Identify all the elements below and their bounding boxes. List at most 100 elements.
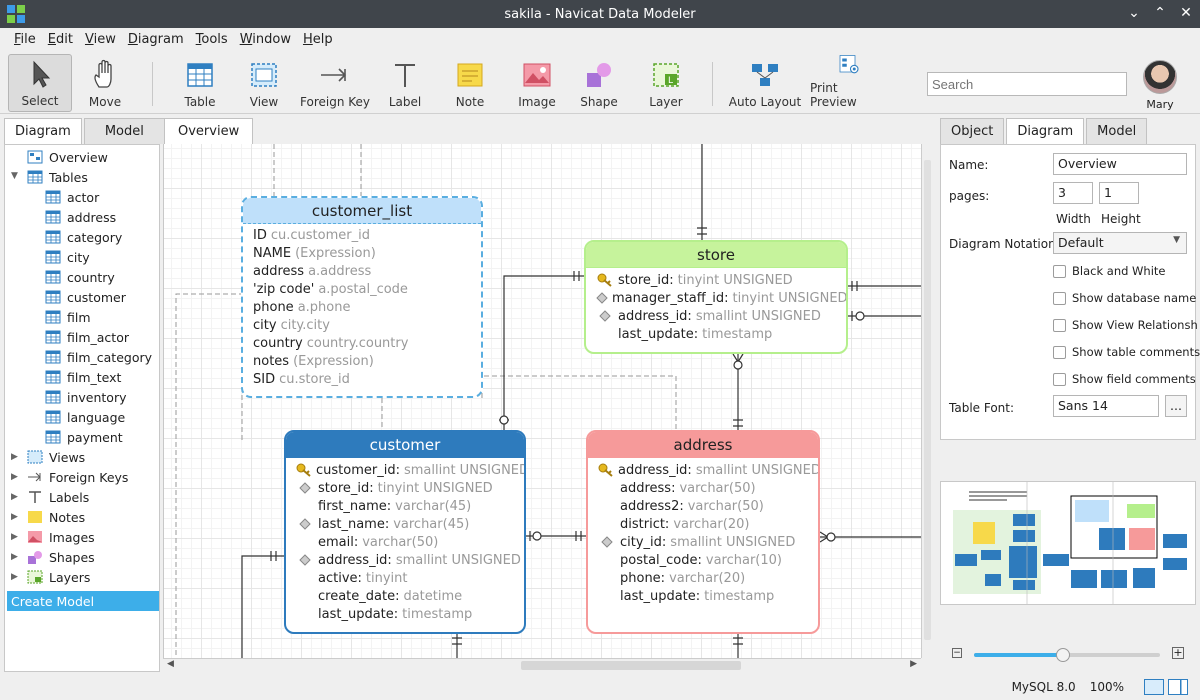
checkbox[interactable] — [1053, 318, 1066, 332]
horizontal-scrollbar[interactable]: ◀ ▶ — [163, 658, 921, 672]
field-row[interactable]: address2:varchar(50) — [588, 497, 818, 515]
maximize-icon[interactable]: ⌃ — [1154, 5, 1166, 21]
tree-item-group[interactable]: Shapes — [27, 547, 95, 567]
name-input[interactable]: Overview — [1053, 153, 1187, 175]
menu-help[interactable]: Help — [302, 31, 333, 47]
collapse-arrow-icon[interactable]: ▼ — [11, 171, 18, 181]
field-row[interactable]: manager_staff_id:tinyint UNSIGNED — [586, 289, 846, 307]
tree-item-group[interactable]: Foreign Keys — [27, 467, 128, 487]
avatar[interactable] — [1143, 60, 1177, 94]
field-row[interactable]: notes(Expression) — [243, 352, 481, 370]
expand-arrow-icon[interactable]: ▶ — [11, 552, 18, 562]
minimize-icon[interactable]: ⌄ — [1128, 5, 1140, 21]
expand-arrow-icon[interactable]: ▶ — [11, 492, 18, 502]
tree-item-table[interactable]: city — [45, 247, 90, 267]
print-preview-button[interactable]: Print Preview — [810, 54, 888, 112]
tree-item-table[interactable]: country — [45, 267, 115, 287]
tab-diagram[interactable]: Diagram — [4, 118, 82, 144]
tab-model-properties[interactable]: Model — [1086, 118, 1148, 144]
scroll-left-icon[interactable]: ◀ — [167, 659, 174, 669]
search-input[interactable] — [927, 72, 1127, 96]
field-row[interactable]: 'zip code'a.postal_code — [243, 280, 481, 298]
select-tool-button[interactable]: Select — [8, 54, 72, 112]
foreign-key-tool-button[interactable]: Foreign Key — [300, 54, 370, 112]
auto-layout-button[interactable]: Auto Layout — [728, 54, 802, 112]
field-row[interactable]: city_id:smallint UNSIGNED — [588, 533, 818, 551]
layout-single-icon[interactable] — [1144, 679, 1164, 695]
expand-arrow-icon[interactable]: ▶ — [11, 452, 18, 462]
close-icon[interactable]: ✕ — [1180, 5, 1192, 21]
tree-item-table[interactable]: film_actor — [45, 327, 129, 347]
field-row[interactable]: address:varchar(50) — [588, 479, 818, 497]
field-row[interactable]: create_date:datetime — [286, 587, 524, 605]
field-row[interactable]: last_name:varchar(45) — [286, 515, 524, 533]
field-row[interactable]: active:tinyint — [286, 569, 524, 587]
width-input[interactable]: 3 — [1053, 182, 1093, 204]
expand-arrow-icon[interactable]: ▶ — [11, 472, 18, 482]
notation-select[interactable]: Default ▼ — [1053, 232, 1187, 254]
field-row[interactable]: last_update:timestamp — [586, 325, 846, 343]
tree-item-table[interactable]: inventory — [45, 387, 127, 407]
field-row[interactable]: email:varchar(50) — [286, 533, 524, 551]
scroll-right-icon[interactable]: ▶ — [910, 659, 917, 669]
field-row[interactable]: phone:varchar(20) — [588, 569, 818, 587]
field-row[interactable]: first_name:varchar(45) — [286, 497, 524, 515]
field-row[interactable]: customer_id:smallint UNSIGNED — [286, 461, 524, 479]
table-tool-button[interactable]: Table — [172, 54, 228, 112]
checkbox-option[interactable]: Show View Relationsh — [1053, 318, 1198, 332]
tree-item-table[interactable]: address — [45, 207, 116, 227]
tree-item-tables[interactable]: Tables — [27, 167, 88, 187]
field-row[interactable]: address_id:smallint UNSIGNED — [588, 461, 818, 479]
view-tool-button[interactable]: View — [240, 54, 288, 112]
field-row[interactable]: last_update:timestamp — [286, 605, 524, 623]
tree-item-group[interactable]: Views — [27, 447, 85, 467]
tree-item-group[interactable]: Labels — [27, 487, 89, 507]
field-row[interactable]: address_id:smallint UNSIGNED — [286, 551, 524, 569]
checkbox-option[interactable]: Black and White — [1053, 264, 1166, 278]
checkbox-option[interactable]: Show table comments — [1053, 345, 1200, 359]
menu-edit[interactable]: Edit — [47, 31, 73, 47]
field-row[interactable]: postal_code:varchar(10) — [588, 551, 818, 569]
vertical-scrollbar[interactable] — [921, 144, 933, 658]
height-input[interactable]: 1 — [1099, 182, 1139, 204]
expand-arrow-icon[interactable]: ▶ — [11, 532, 18, 542]
tree-item-table[interactable]: actor — [45, 187, 99, 207]
field-row[interactable]: NAME(Expression) — [243, 244, 481, 262]
tree-item-group[interactable]: Images — [27, 527, 95, 547]
move-tool-button[interactable]: Move — [78, 54, 132, 112]
checkbox-option[interactable]: Show database name — [1053, 291, 1196, 305]
tree-item-group[interactable]: Notes — [27, 507, 85, 527]
tree-item-table[interactable]: customer — [45, 287, 126, 307]
menu-diagram[interactable]: Diagram — [127, 31, 184, 47]
layout-split-icon[interactable] — [1168, 679, 1188, 695]
shape-tool-button[interactable]: Shape — [576, 54, 622, 112]
tab-diagram-properties[interactable]: Diagram — [1006, 118, 1085, 144]
field-row[interactable]: store_id:tinyint UNSIGNED — [286, 479, 524, 497]
tree-item-table[interactable]: category — [45, 227, 122, 247]
tree-item-table[interactable]: payment — [45, 427, 123, 447]
label-tool-button[interactable]: Label — [382, 54, 428, 112]
tree-item-group[interactable]: Layers — [27, 567, 90, 587]
tab-model[interactable]: Model — [83, 118, 165, 144]
checkbox[interactable] — [1053, 264, 1066, 278]
zoom-in-icon[interactable]: + — [1172, 646, 1184, 659]
table-font-input[interactable]: Sans 14 — [1053, 395, 1159, 417]
create-model-button[interactable]: Create Model — [7, 591, 159, 611]
tree-item-overview[interactable]: Overview — [27, 147, 108, 167]
checkbox[interactable] — [1053, 345, 1066, 359]
menu-window[interactable]: Window — [239, 31, 291, 47]
overview-minimap[interactable] — [940, 481, 1196, 605]
user-profile[interactable]: Mary — [1140, 60, 1180, 111]
tree-item-table[interactable]: film — [45, 307, 91, 327]
image-tool-button[interactable]: Image — [512, 54, 562, 112]
